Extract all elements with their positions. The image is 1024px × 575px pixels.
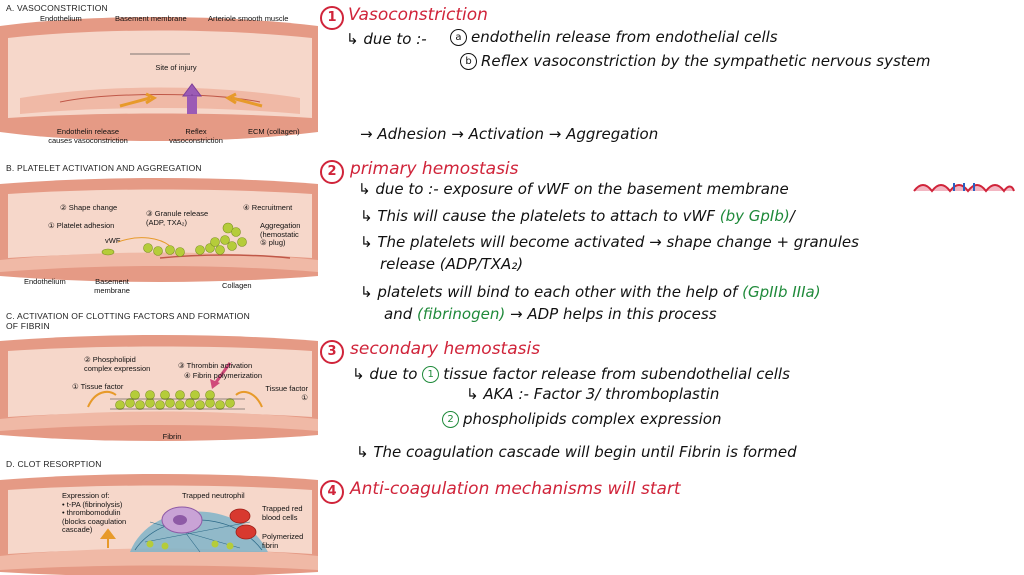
line-4-gpiib: (GpIIb IIIa): [742, 283, 821, 301]
panel-a-heading: A. VASOCONSTRICTION: [6, 3, 108, 13]
label-site-of-injury: Site of injury: [155, 63, 197, 72]
section-2-title: primary hemostasis: [350, 159, 519, 179]
label-endothelin-release: Endothelin release causes vasoconstricti…: [48, 127, 128, 145]
vessel-d-illustration: [0, 474, 318, 575]
item-a-text: endothelin release from endothelial cell…: [471, 28, 778, 46]
item-a-mark: a: [450, 29, 467, 46]
section-1-due-to: ↳ due to :-: [346, 30, 427, 48]
line-1-due-to: ↳ due to: [352, 365, 418, 383]
line-1-tissue-factor: tissue factor release from subendothelia…: [443, 365, 790, 383]
label-collagen: Collagen: [222, 281, 252, 290]
item-b-mark: b: [460, 53, 477, 70]
section-2-line-3b: release (ADP/TXA₂): [380, 255, 524, 273]
section-2-number: 2: [320, 160, 344, 184]
item-b-text: Reflex vasoconstriction by the sympathet…: [481, 52, 931, 70]
section-2-line-3: ↳ The platelets will become activated → …: [360, 233, 859, 251]
panel-c-heading: C. ACTIVATION OF CLOTTING FACTORS AND FO…: [6, 311, 250, 331]
mark-1: 1: [422, 366, 440, 383]
section-1-title: Vasoconstriction: [348, 5, 488, 25]
line-4-text: ↳ platelets will bind to each other with…: [360, 283, 738, 301]
label-trapped-neutrophil: Trapped neutrophil: [182, 491, 245, 500]
basement-membrane-sketch: [913, 183, 1015, 193]
section-2-line-4: ↳ platelets will bind to each other with…: [360, 283, 821, 301]
mark-2: 2: [442, 411, 459, 428]
line-5-adp: → ADP helps in this process: [510, 305, 717, 323]
line-5-fibrinogen: (fibrinogen): [417, 305, 506, 323]
label-phospholipid: ② Phospholipid complex expression: [84, 355, 151, 373]
label-vwf: vWF: [105, 236, 121, 245]
line-3-phospholipids: phospholipids complex expression: [463, 410, 722, 428]
section-4-title: Anti-coagulation mechanisms will start: [350, 479, 681, 499]
label-arteriole-muscle: Arteriole smooth muscle: [208, 14, 289, 23]
panel-d-heading: D. CLOT RESORPTION: [6, 459, 102, 469]
label-basement-membrane: Basement membrane: [115, 14, 187, 23]
section-3-number: 3: [320, 340, 344, 364]
label-recruitment: ④ Recruitment: [243, 203, 293, 212]
label-basement-membrane-b: Basement membrane: [94, 277, 130, 295]
section-2-line-5: and (fibrinogen) → ADP helps in this pro…: [384, 305, 717, 323]
label-fibrin: Fibrin: [162, 432, 182, 441]
line-2-slash: /: [789, 207, 795, 225]
section-4-number: 4: [320, 480, 344, 504]
label-trapped-rbc: Trapped red blood cells: [262, 504, 303, 522]
label-shape-change: ② Shape change: [60, 203, 118, 212]
section-3-title: secondary hemostasis: [350, 339, 541, 359]
section-2-line-2: ↳ This will cause the platelets to attac…: [360, 207, 795, 225]
label-polymerized-fibrin: Polymerized fibrin: [262, 532, 304, 550]
section-2-line-1: ↳ due to :- exposure of vWF on the basem…: [358, 180, 789, 198]
label-tissue-factor-left: ① Tissue factor: [72, 382, 124, 391]
panel-b-heading: B. PLATELET ACTIVATION AND AGGREGATION: [6, 163, 202, 173]
flow-adhesion-activation-aggregation: → Adhesion → Activation → Aggregation: [360, 125, 659, 143]
vessel-b-illustration: [0, 178, 318, 282]
label-ecm: ECM (collagen): [248, 127, 300, 136]
line-5-and: and: [384, 305, 413, 323]
label-endothelium-b: Endothelium: [24, 277, 66, 286]
diagram-panel: A. VASOCONSTRICTION Endothelium Basement…: [0, 0, 318, 575]
label-granule-release: ③ Granule release (ADP, TXA₂): [146, 209, 209, 227]
label-fibrin-poly: ④ Fibrin polymerization: [184, 371, 262, 380]
label-thrombin: ③ Thrombin activation: [178, 361, 253, 370]
vessel-c-illustration: [0, 335, 318, 441]
line-2-text: ↳ This will cause the platelets to attac…: [360, 207, 715, 225]
label-reflex-vasoconstriction: Reflex vasoconstriction: [169, 127, 223, 145]
line-2-gpib: (by GpIb): [719, 207, 790, 225]
section-1-number: 1: [320, 6, 344, 30]
label-endothelium: Endothelium: [40, 14, 82, 23]
label-aggregation: Aggregation (hemostatic ⑤ plug): [260, 221, 301, 247]
vessel-a-illustration: [0, 17, 318, 141]
label-expression: Expression of: • t-PA (fibrinolysis) • t…: [62, 491, 127, 534]
section-3-line-2: ↳ AKA :- Factor 3/ thromboplastin: [466, 385, 720, 403]
label-platelet-adhesion: ① Platelet adhesion: [48, 221, 115, 230]
section-3-line-4: ↳ The coagulation cascade will begin unt…: [356, 443, 797, 461]
label-tissue-factor-right: Tissue factor ①: [265, 384, 308, 402]
